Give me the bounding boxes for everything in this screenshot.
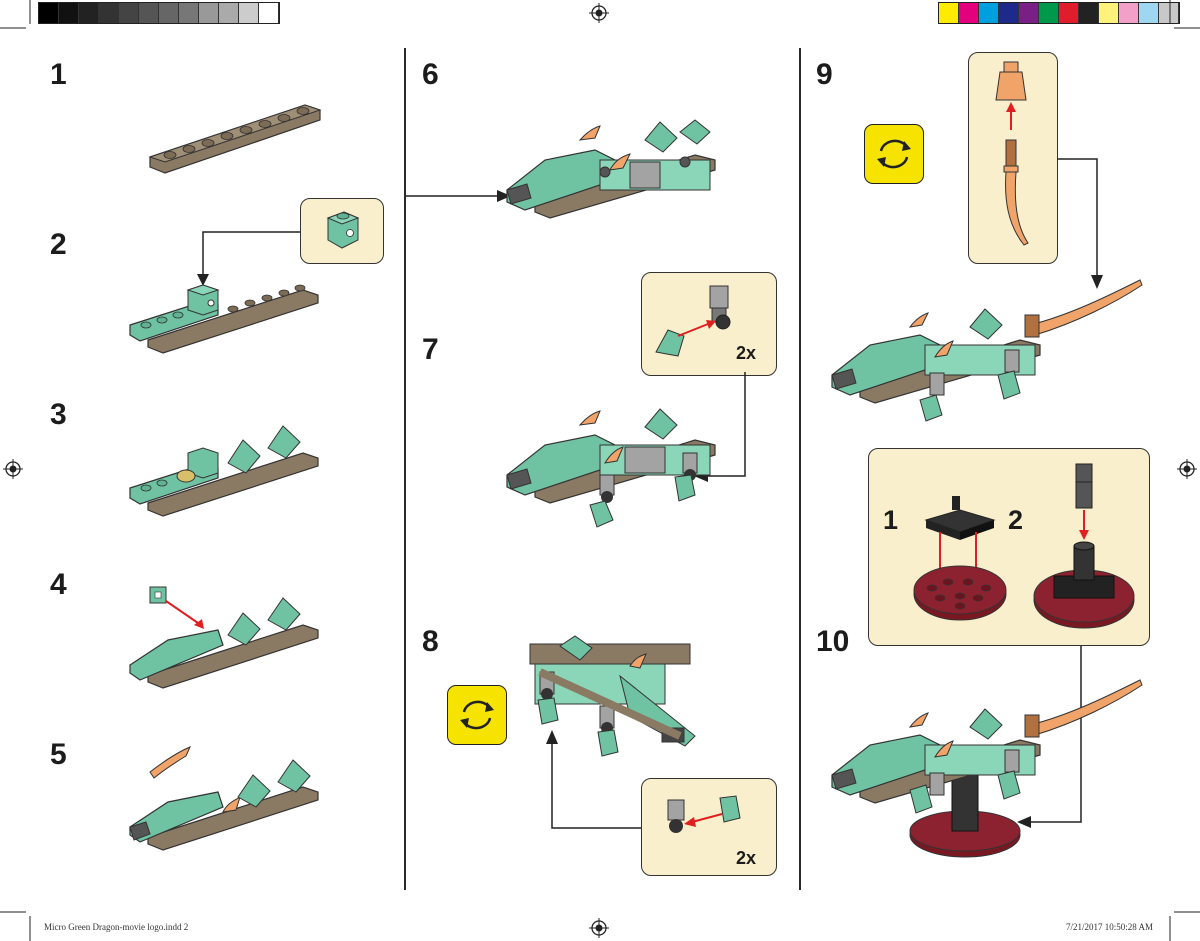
step9-rotate-model-icon	[864, 124, 924, 184]
step7-assembly	[506, 408, 716, 528]
footer-filename: Micro Green Dragon-movie logo.indd 2	[44, 922, 189, 932]
step-number-9: 9	[816, 58, 833, 91]
step-number-10: 10	[816, 625, 850, 658]
step8-assembly	[529, 635, 696, 757]
step8-rotate-model-icon	[447, 685, 507, 745]
step6-connector-arrow	[405, 190, 511, 202]
grayscale-calibration-bar	[38, 2, 280, 24]
step2-green-brick-part	[326, 211, 360, 249]
step3-assembly	[129, 425, 319, 517]
step-number-4: 4	[50, 568, 67, 601]
step2-assembly	[129, 284, 319, 354]
step9-assembly	[831, 279, 1143, 422]
step10-substep-2-parts	[1033, 463, 1135, 629]
step-number-7: 7	[422, 333, 439, 366]
step10-substep-2: 2	[1008, 505, 1024, 535]
step7-multiplier: 2x	[736, 343, 757, 363]
step8-parts-callout	[641, 778, 777, 876]
step1-tan-plate	[148, 104, 322, 174]
footer-datetime: 7/21/2017 10:50:28 AM	[1066, 922, 1154, 932]
step10-assembly	[831, 679, 1143, 858]
step10-substep-1: 1	[883, 505, 899, 535]
step-number-2: 2	[50, 228, 67, 261]
step9-parts	[995, 61, 1029, 246]
step-number-6: 6	[422, 58, 439, 91]
color-calibration-bar	[938, 2, 1180, 24]
crosshair-registration-icon	[3, 459, 23, 479]
step10-connector-arrow	[1017, 646, 1082, 828]
column-divider-left	[404, 48, 406, 890]
crosshair-registration-icon	[589, 918, 609, 938]
crosshair-registration-icon	[1177, 459, 1197, 479]
step10-substep-1-parts	[913, 496, 1007, 621]
step4-assembly	[129, 586, 319, 689]
step-number-3: 3	[50, 398, 67, 431]
step-number-5: 5	[50, 738, 67, 771]
step8-connector-arrow	[546, 730, 645, 829]
column-divider-right	[799, 48, 801, 890]
crosshair-registration-icon	[589, 3, 609, 23]
step-number-8: 8	[422, 625, 439, 658]
step2-connector-arrow	[197, 231, 300, 286]
step8-parts	[667, 795, 741, 833]
step8-multiplier: 2x	[736, 848, 757, 868]
step5-assembly	[129, 746, 319, 851]
step7-parts	[655, 285, 731, 357]
step-number-1: 1	[50, 58, 67, 91]
step6-assembly	[506, 119, 716, 219]
step9-connector-arrow	[1057, 158, 1103, 289]
